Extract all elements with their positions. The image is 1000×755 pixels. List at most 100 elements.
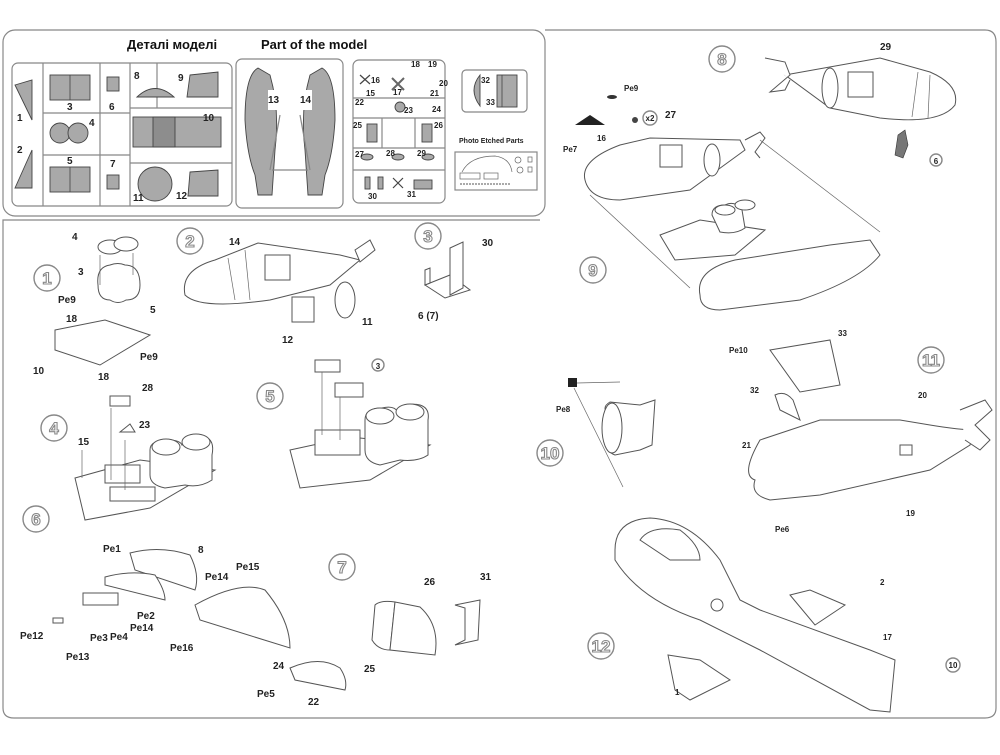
callout-label: 10 (33, 366, 45, 377)
callout-label: 16 (597, 134, 606, 143)
callout-label: 6 (934, 157, 939, 166)
part-4-right (67, 122, 89, 144)
part-29 (421, 153, 435, 161)
callout-label: 26 (424, 577, 436, 588)
step-7: 7 26 31 25 (328, 553, 492, 675)
callout-label: Pe14 (130, 623, 154, 634)
step-badge (536, 439, 564, 467)
callout-label: Pe5 (257, 689, 275, 700)
callout-label: Pe10 (729, 346, 748, 355)
callout-label: 31 (480, 572, 492, 583)
sprue-c: 16 15 17 18 19 20 21 22 23 24 25 26 27 2… (352, 59, 448, 204)
callout-label: Pe12 (20, 631, 44, 642)
step-number: 1 (42, 269, 51, 288)
part-label: 4 (89, 118, 95, 129)
callout-label: Pe4 (110, 632, 128, 643)
part-17 (391, 77, 405, 91)
callout-label: Pe7 (563, 145, 578, 154)
part-12 (187, 169, 219, 197)
step-9: 9 Pe9 Pe7 16 x2 27 (563, 84, 881, 311)
callout-label: Pe14 (205, 572, 229, 583)
callout-label: 25 (364, 664, 376, 675)
callout-label: Pe3 (90, 633, 108, 644)
part-label: 33 (486, 98, 495, 107)
callout-label: Pe6 (775, 525, 790, 534)
step-number: 3 (423, 227, 432, 246)
callout-label: Pe9 (140, 352, 158, 363)
callout-label: x2 (646, 114, 655, 123)
part-7 (106, 174, 120, 190)
sprue-d: 32 33 (461, 69, 528, 113)
pe7-part (575, 115, 605, 125)
part-label: 13 (268, 95, 280, 106)
callout-label: 33 (838, 329, 847, 338)
callout-label: 27 (665, 110, 677, 121)
step-number: 8 (717, 50, 726, 69)
step-3: 3 30 6 (7) (414, 222, 494, 322)
callout-label: 3 (78, 267, 84, 278)
callout-label: 3 (376, 362, 381, 371)
step-8: 8 29 6 (708, 42, 957, 167)
callout-label: 1 (675, 688, 680, 697)
callout-label: 4 (72, 232, 78, 243)
step-badge (328, 553, 356, 581)
step-number: 12 (592, 637, 611, 656)
step-badge (579, 256, 607, 284)
part-label: 29 (417, 149, 426, 158)
step-10: 10 Pe8 (536, 378, 656, 488)
callout-label: 18 (66, 314, 78, 325)
step-badge (22, 505, 50, 533)
step-2: 2 14 12 11 (176, 227, 376, 346)
callout-label: 8 (198, 545, 204, 556)
callout-label: 10 (949, 661, 958, 670)
callout-label: Pe1 (103, 544, 121, 555)
callout-label: 14 (229, 237, 241, 248)
step-5: 5 3 (256, 358, 432, 489)
callout-label: 19 (906, 509, 915, 518)
part-label: 30 (368, 192, 377, 201)
part-label: 31 (407, 190, 416, 199)
part-label: 18 (411, 60, 420, 69)
callout-label: Pe9 (624, 84, 639, 93)
step-badge (917, 346, 945, 374)
part-1 (14, 79, 33, 121)
step-number: 9 (588, 261, 597, 280)
callout-label: Pe8 (556, 405, 571, 414)
part-27 (360, 153, 374, 161)
part-label: 24 (432, 105, 441, 114)
part-30a (364, 176, 371, 190)
step-badge (708, 45, 736, 73)
part-4-left (49, 122, 71, 144)
callout-label: 17 (883, 633, 892, 642)
step-badge (414, 222, 442, 250)
callout-label: 29 (880, 42, 892, 53)
part-label: 22 (355, 98, 364, 107)
part-label: 11 (133, 193, 144, 204)
part-33 (496, 74, 518, 108)
callout-label: 24 (273, 661, 285, 672)
part-28 (391, 153, 405, 161)
part-30b (377, 176, 384, 190)
callout-label: 28 (142, 383, 154, 394)
callout-label: 21 (742, 441, 751, 450)
callout-label: 5 (150, 305, 156, 316)
step-number: 7 (337, 558, 346, 577)
step-number: 10 (541, 444, 560, 463)
part-31 (413, 179, 433, 190)
part-label: 16 (371, 76, 380, 85)
callout-label: 6 (7) (418, 311, 439, 322)
part-label: 8 (134, 71, 140, 82)
part-label: 15 (366, 89, 375, 98)
callout-label: Pe15 (236, 562, 260, 573)
part-11 (137, 166, 173, 202)
part-label: 6 (109, 102, 115, 113)
part-23 (394, 101, 406, 113)
callout-label: 18 (98, 372, 110, 383)
part-label: 10 (203, 113, 215, 124)
callout-label: Pe2 (137, 611, 155, 622)
callout-label: 2 (880, 578, 885, 587)
callout-label: 23 (139, 420, 151, 431)
part-25 (366, 123, 378, 143)
part-label: 21 (430, 89, 439, 98)
part-label: 3 (67, 102, 73, 113)
